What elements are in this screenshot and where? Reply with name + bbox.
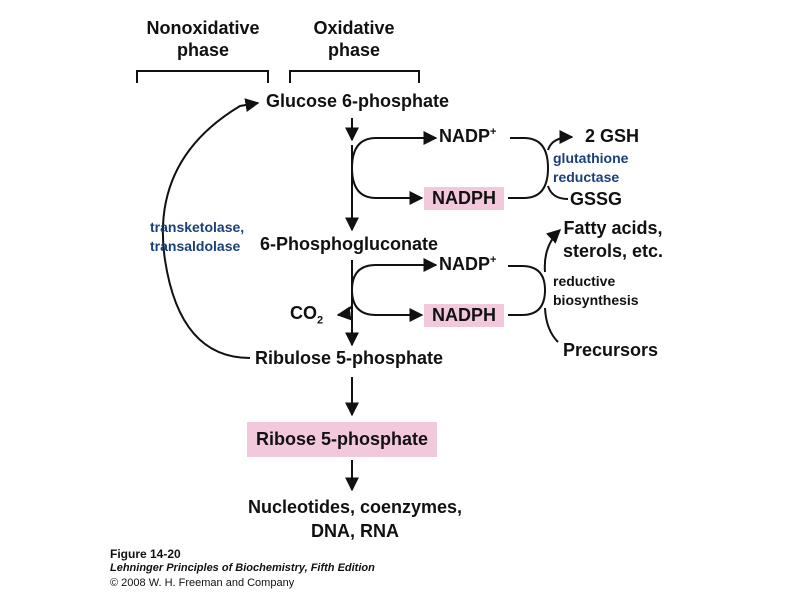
nadph-2: NADPH <box>424 304 505 327</box>
glutathione-line1: glutathione <box>553 150 629 166</box>
nadp-1-base: NADP <box>439 126 491 146</box>
transketolase-line1: transketolase, <box>150 219 245 235</box>
nadp-loop-1 <box>350 131 438 205</box>
precursors-join <box>544 307 559 343</box>
fatty-line2: sterols, etc. <box>563 241 664 261</box>
co2-label: CO2 <box>290 303 323 327</box>
products-line2: DNA, RNA <box>311 521 399 541</box>
glutathione-reductase-label: glutathione reductase <box>553 149 628 187</box>
reductive-cycle <box>508 265 547 316</box>
nadp-plus-2: NADP+ <box>439 254 496 275</box>
gsh-arrow <box>547 130 574 151</box>
products-label: Nucleotides, coenzymes, DNA, RNA <box>245 495 465 543</box>
nadp-2-sup: + <box>490 254 497 266</box>
ribulose-5-phosphate: Ribulose 5-phosphate <box>255 348 444 368</box>
fatty-acids-arrow <box>543 229 562 273</box>
nadp-loop-2 <box>350 258 438 322</box>
oxidative-phase-label: Oxidative phase <box>278 17 430 61</box>
nadp-1-sup: + <box>490 126 497 138</box>
products-line1: Nucleotides, coenzymes, <box>247 497 463 517</box>
glucose-6-phosphate: Glucose 6-phosphate <box>266 91 450 111</box>
ribose-5-phosphate: Ribose 5-phosphate <box>247 422 438 457</box>
co2-subscript: 2 <box>317 314 324 327</box>
gsh-label: 2 GSH <box>585 126 640 146</box>
nadp-2-base: NADP <box>439 254 491 274</box>
co2-base: CO <box>290 303 317 323</box>
reductive-biosynthesis-label: reductive biosynthesis <box>553 272 639 310</box>
nonoxidative-bracket <box>136 70 269 83</box>
reductive-line1: reductive <box>553 273 616 289</box>
glutathione-cycle <box>508 137 550 199</box>
oxidative-line2: phase <box>327 40 381 60</box>
copyright-line: © 2008 W. H. Freeman and Company <box>110 577 295 589</box>
nonoxidative-line1: Nonoxidative <box>146 18 260 38</box>
gssg-join <box>547 185 569 200</box>
fatty-acids-label: Fatty acids, sterols, etc. <box>563 217 663 263</box>
figure-number: Figure 14-20 <box>110 547 181 561</box>
precursors-label: Precursors <box>563 340 659 360</box>
book-title: Lehninger Principles of Biochemistry, Fi… <box>110 562 375 574</box>
gssg-label: GSSG <box>570 189 623 209</box>
co2-arrow <box>336 305 353 321</box>
glutathione-line2: reductase <box>553 169 620 185</box>
nonoxidative-line2: phase <box>176 40 230 60</box>
nonoxidative-return-arrow <box>161 98 260 359</box>
nadp-plus-1: NADP+ <box>439 126 496 147</box>
6-phosphogluconate: 6-Phosphogluconate <box>260 234 439 254</box>
oxidative-bracket <box>289 70 420 83</box>
fatty-line1: Fatty acids, <box>563 218 663 238</box>
reductive-line2: biosynthesis <box>553 292 639 308</box>
oxidative-line1: Oxidative <box>313 18 395 38</box>
transketolase-line2: transaldolase <box>150 238 241 254</box>
transketolase-label: transketolase, transaldolase <box>150 218 244 256</box>
nadph-1: NADPH <box>424 187 505 210</box>
nonoxidative-phase-label: Nonoxidative phase <box>123 17 283 61</box>
